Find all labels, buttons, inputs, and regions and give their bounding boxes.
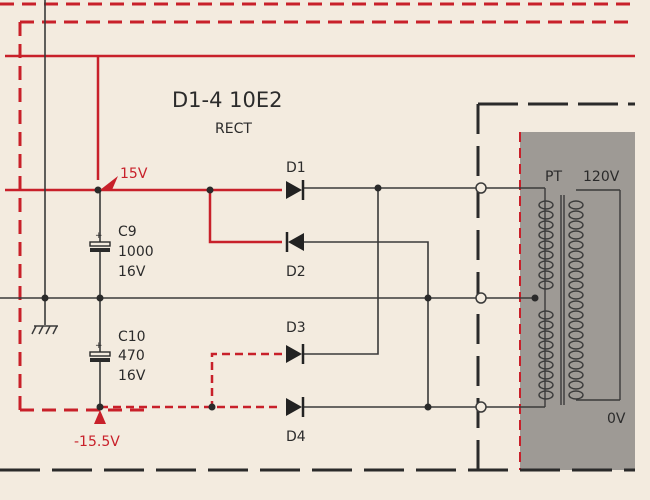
diode-d1-symbol [286, 180, 305, 200]
svg-text:+: + [95, 341, 103, 351]
c9-voltage-label: 16V [118, 264, 146, 280]
negative-rail-wires [100, 352, 282, 409]
primary-coils [538, 200, 584, 400]
diode-d4-symbol [286, 397, 305, 417]
transformer-ref-label: PT [545, 169, 562, 185]
c10-ref-label: C10 [118, 329, 146, 345]
diode-d2-symbol [285, 232, 304, 252]
transformer-tap-label: 0V [607, 411, 626, 427]
connector-terminals [475, 182, 487, 413]
svg-text:+: + [95, 231, 103, 241]
black-wires [0, 0, 535, 408]
junction-dots [41, 184, 539, 411]
negative-voltage-arrow-icon [94, 410, 106, 424]
block-title: D1-4 10E2 [172, 88, 283, 112]
diode-d1-label: D1 [286, 160, 306, 176]
capacitor-c10-symbol: + [89, 341, 111, 362]
ground-symbol-icon [31, 325, 58, 335]
positive-voltage-label: 15V [120, 166, 148, 182]
c9-ref-label: C9 [118, 224, 137, 240]
diode-d3-symbol [286, 344, 305, 364]
diode-d3-label: D3 [286, 320, 306, 336]
diode-d2-label: D2 [286, 264, 306, 280]
diode-d4-label: D4 [286, 429, 306, 445]
block-subtitle: RECT [215, 121, 252, 137]
c10-value-label: 470 [118, 348, 145, 364]
c10-voltage-label: 16V [118, 368, 146, 384]
transformer-primary-label: 120V [583, 169, 620, 185]
positive-rail-wires [5, 54, 635, 244]
red-dashed-boundary [0, 2, 635, 412]
capacitor-c9-symbol: + [89, 231, 111, 252]
negative-voltage-label: -15.5V [74, 434, 120, 450]
positive-voltage-arrow-icon [100, 176, 118, 190]
transformer-secondary-winding [520, 187, 621, 408]
c9-value-label: 1000 [118, 244, 154, 260]
